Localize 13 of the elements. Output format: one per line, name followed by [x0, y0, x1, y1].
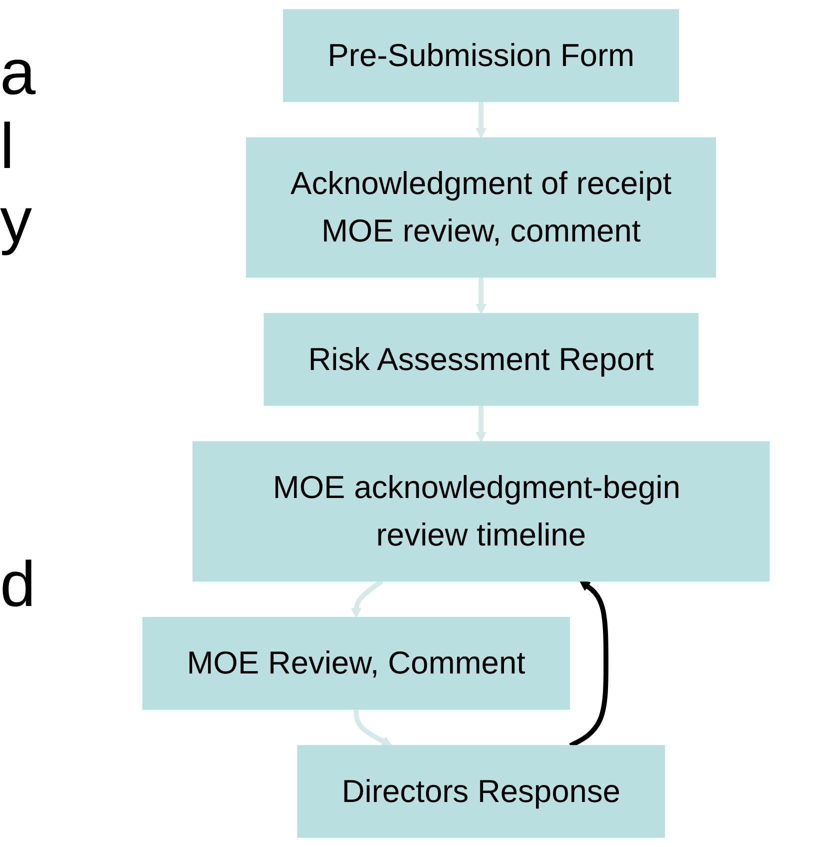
- node-box: Acknowledgment of receipt MOE review, comment: [246, 137, 716, 278]
- arrow: [476, 405, 486, 442]
- node-box: Pre-Submission Form: [283, 9, 680, 102]
- arrow: [476, 101, 486, 138]
- node-box: MOE acknowledgment-begin review timeline: [192, 441, 770, 582]
- node-box: Directors Response: [297, 745, 665, 838]
- text-fragment: d: [0, 552, 37, 616]
- text-fragment: a: [0, 40, 37, 104]
- arrow: [476, 277, 486, 314]
- node-box: MOE Review, Comment: [142, 616, 570, 710]
- node-box: Risk Assessment Report: [264, 313, 698, 406]
- text-fragment: l: [0, 114, 16, 178]
- arrow: [354, 709, 392, 746]
